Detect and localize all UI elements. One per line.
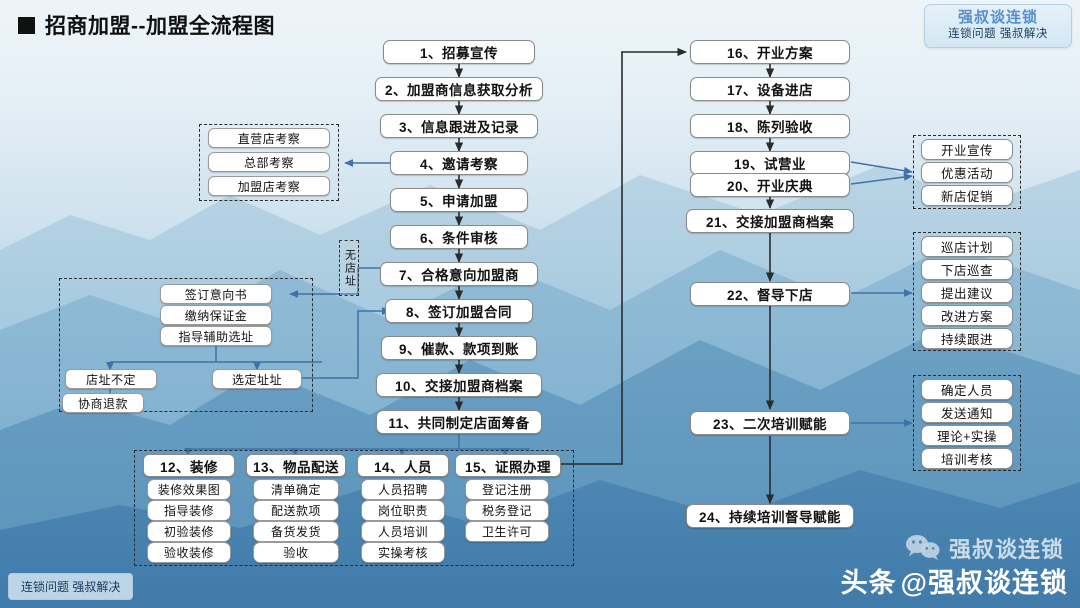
watermark-platform-text: 头条 — [840, 568, 897, 598]
inspection-item-3[interactable]: 加盟店考察 — [208, 176, 330, 196]
prep-14-item-3[interactable]: 人员培训 — [361, 521, 445, 542]
side-group-2-container — [913, 232, 1021, 351]
site-branch-2[interactable]: 选定址址 — [212, 369, 302, 389]
side-group-3-item-1[interactable]: 确定人员 — [921, 379, 1013, 400]
side-group-3-container — [913, 375, 1021, 471]
flow-node-22[interactable]: 22、督导下店 — [690, 282, 850, 306]
prep-category-13[interactable]: 13、物品配送 — [246, 454, 346, 477]
flow-node-21[interactable]: 21、交接加盟商档案 — [686, 209, 854, 233]
flow-node-10[interactable]: 10、交接加盟商档案 — [376, 373, 542, 397]
flow-node-18[interactable]: 18、陈列验收 — [690, 114, 850, 138]
brand-name: 强叔谈连锁 — [957, 9, 1038, 27]
side-group-1-container — [913, 135, 1021, 209]
flow-node-23[interactable]: 23、二次培训赋能 — [690, 411, 850, 435]
site-branch-1[interactable]: 店址不定 — [65, 369, 157, 389]
page-title: 招商加盟--加盟全流程图 — [18, 10, 275, 40]
side-group-2-item-5[interactable]: 持续跟进 — [921, 328, 1013, 349]
prep-13-item-1[interactable]: 清单确定 — [253, 479, 339, 500]
flow-node-3[interactable]: 3、信息跟进及记录 — [380, 114, 538, 138]
prep-category-12[interactable]: 12、装修 — [143, 454, 235, 477]
square-bullet-icon — [18, 16, 35, 34]
prep-14-item-4[interactable]: 实操考核 — [361, 542, 445, 563]
flow-node-16[interactable]: 16、开业方案 — [690, 40, 850, 64]
side-group-2-item-2[interactable]: 下店巡查 — [921, 259, 1013, 280]
watermark-upper: 强叔谈连锁 — [903, 532, 1064, 564]
site-item-3[interactable]: 指导辅助选址 — [160, 326, 272, 346]
prep-12-item-3[interactable]: 初验装修 — [147, 521, 231, 542]
brand-slogan: 连锁问题 强叔解决 — [948, 27, 1048, 40]
corner-slogan-tag: 连锁问题 强叔解决 — [8, 573, 134, 600]
page-title-text: 招商加盟--加盟全流程图 — [45, 15, 275, 38]
watermark-lower: 头条 @强叔谈连锁 — [841, 561, 1068, 600]
flow-node-7[interactable]: 7、合格意向加盟商 — [380, 262, 538, 286]
flow-node-17[interactable]: 17、设备进店 — [690, 77, 850, 101]
prep-12-item-2[interactable]: 指导装修 — [147, 500, 231, 521]
flow-node-20[interactable]: 20、开业庆典 — [690, 173, 850, 197]
side-group-3-item-2[interactable]: 发送通知 — [921, 402, 1013, 423]
no-site-tag: 无店址 — [339, 240, 359, 296]
inspection-group-container — [199, 124, 339, 201]
prep-14-item-1[interactable]: 人员招聘 — [361, 479, 445, 500]
prep-14-item-2[interactable]: 岗位职责 — [361, 500, 445, 521]
flow-node-19[interactable]: 19、试营业 — [690, 151, 850, 175]
flow-node-2[interactable]: 2、加盟商信息获取分析 — [375, 77, 543, 101]
inspection-item-1[interactable]: 直营店考察 — [208, 128, 330, 148]
flow-node-6[interactable]: 6、条件审核 — [390, 225, 528, 249]
side-group-2-item-3[interactable]: 提出建议 — [921, 282, 1013, 303]
side-group-3-item-3[interactable]: 理论+实操 — [921, 425, 1013, 446]
watermark-brand-text: 强叔谈连锁 — [948, 537, 1064, 562]
prep-15-item-2[interactable]: 税务登记 — [465, 500, 549, 521]
flow-node-4[interactable]: 4、邀请考察 — [390, 151, 528, 175]
flow-node-11[interactable]: 11、共同制定店面筹备 — [376, 410, 542, 434]
side-group-3-item-4[interactable]: 培训考核 — [921, 448, 1013, 469]
prep-12-item-4[interactable]: 验收装修 — [147, 542, 231, 563]
prep-13-item-4[interactable]: 验收 — [253, 542, 339, 563]
watermark-handle-text: @强叔谈连锁 — [900, 568, 1068, 598]
prep-category-14[interactable]: 14、人员 — [357, 454, 449, 477]
site-item-2[interactable]: 缴纳保证金 — [160, 305, 272, 325]
side-group-1-item-2[interactable]: 优惠活动 — [921, 162, 1013, 183]
prep-15-item-1[interactable]: 登记注册 — [465, 479, 549, 500]
prep-category-15[interactable]: 15、证照办理 — [455, 454, 561, 477]
brand-badge: 强叔谈连锁 连锁问题 强叔解决 — [924, 4, 1072, 48]
prep-13-item-3[interactable]: 备货发货 — [253, 521, 339, 542]
side-group-2-item-4[interactable]: 改进方案 — [921, 305, 1013, 326]
flow-node-8[interactable]: 8、签订加盟合同 — [385, 299, 533, 323]
site-item-1[interactable]: 签订意向书 — [160, 284, 272, 304]
prep-13-item-2[interactable]: 配送款项 — [253, 500, 339, 521]
inspection-item-2[interactable]: 总部考察 — [208, 152, 330, 172]
prep-group-container — [134, 450, 574, 566]
flow-node-1[interactable]: 1、招募宣传 — [383, 40, 535, 64]
site-refund[interactable]: 协商退款 — [62, 393, 144, 413]
side-group-2-item-1[interactable]: 巡店计划 — [921, 236, 1013, 257]
side-group-1-item-3[interactable]: 新店促销 — [921, 185, 1013, 206]
flow-node-24[interactable]: 24、持续培训督导赋能 — [686, 504, 854, 528]
prep-15-item-3[interactable]: 卫生许可 — [465, 521, 549, 542]
flow-node-9[interactable]: 9、催款、款项到账 — [381, 336, 537, 360]
prep-12-item-1[interactable]: 装修效果图 — [147, 479, 231, 500]
site-group-container — [59, 278, 313, 412]
watermark: 强叔谈连锁 头条 @强叔谈连锁 — [800, 530, 1070, 602]
flow-node-5[interactable]: 5、申请加盟 — [390, 188, 528, 212]
wechat-icon — [905, 535, 940, 560]
side-group-1-item-1[interactable]: 开业宣传 — [921, 139, 1013, 160]
